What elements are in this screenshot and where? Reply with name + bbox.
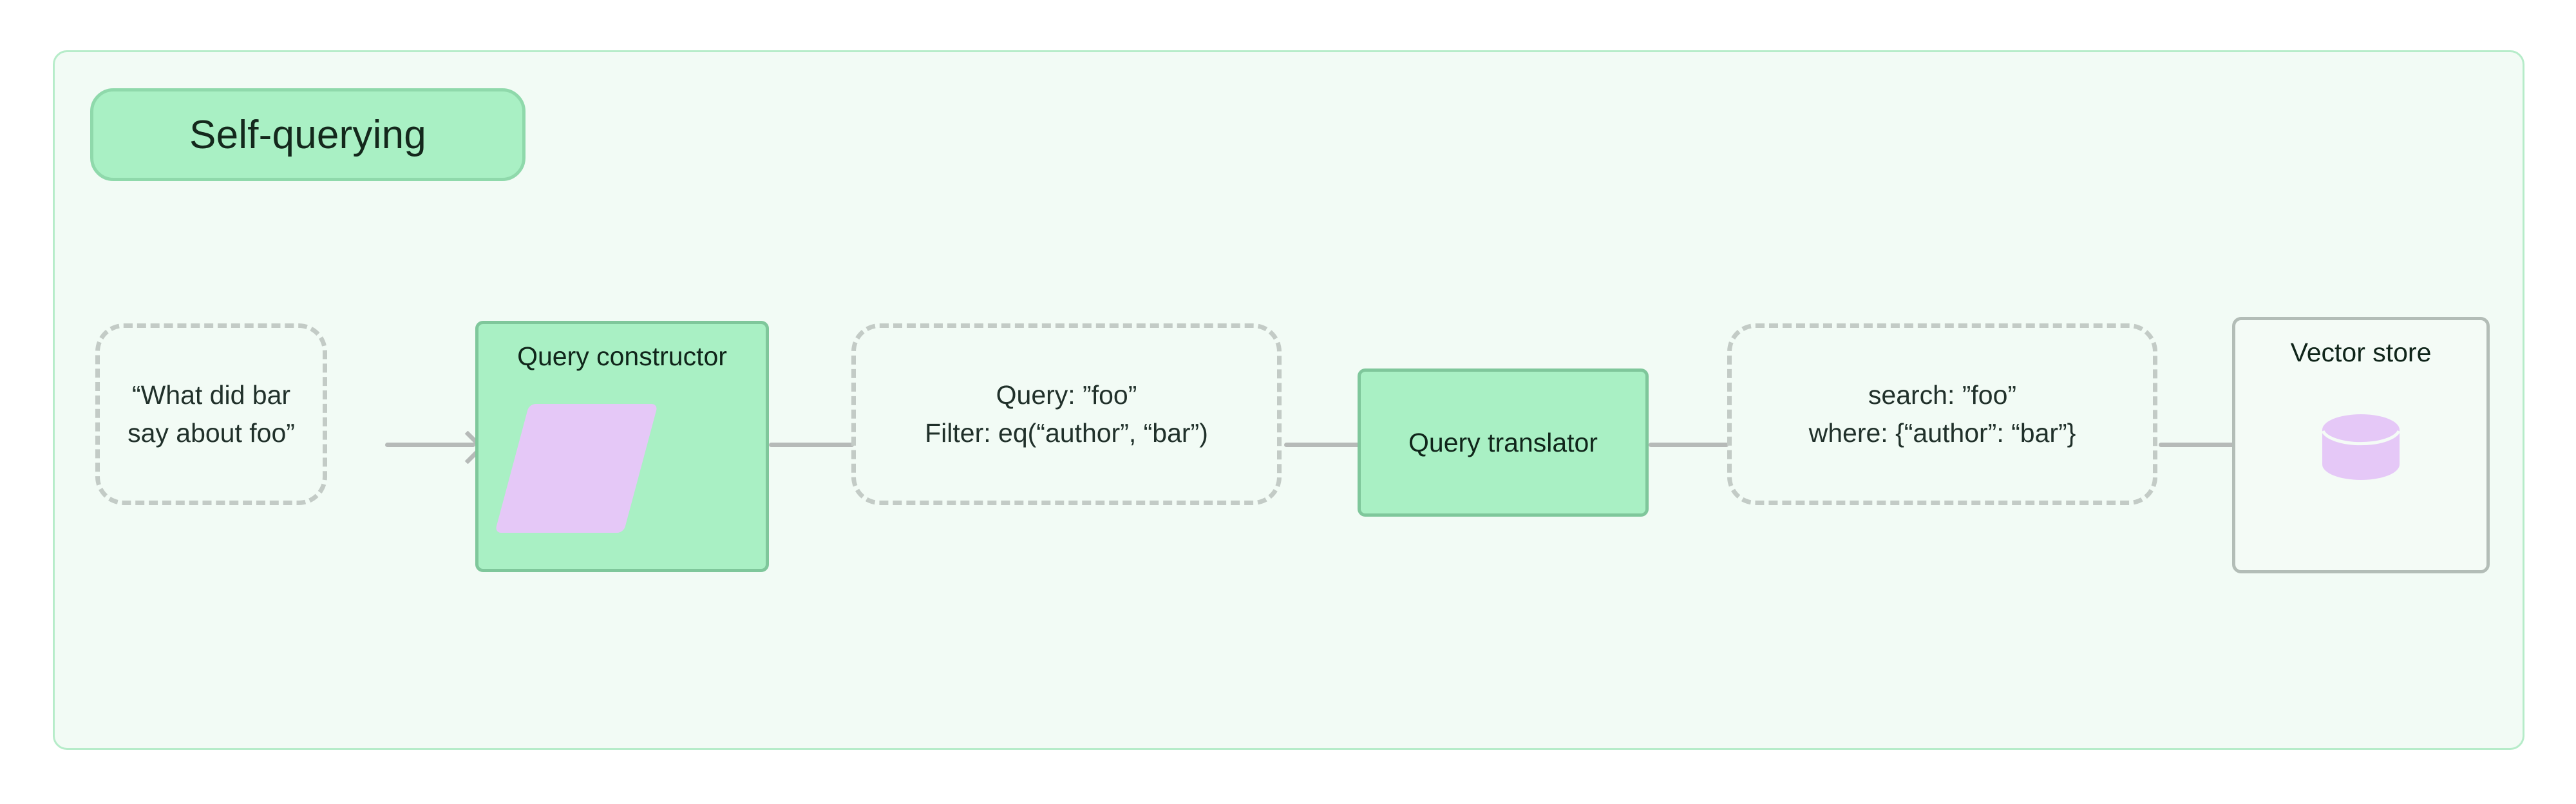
node-vector-store-label: Vector store bbox=[2290, 338, 2432, 367]
node-query-translator[interactable]: Query translator bbox=[1358, 368, 1649, 517]
group-title-label: Self-querying bbox=[189, 112, 426, 157]
node-translated-query: search: ”foo” where: {“author”: “bar”} bbox=[1727, 323, 2157, 505]
connector-user-question-to-query-constructor bbox=[385, 443, 475, 447]
group-title-badge: Self-querying bbox=[90, 88, 526, 181]
connector-structured-query-to-query-translator bbox=[1284, 443, 1370, 447]
node-translated-query-line2: where: {“author”: “bar”} bbox=[1808, 418, 2076, 448]
connector-translated-query-to-vector-store bbox=[2159, 443, 2241, 447]
node-user-question-line1: “What did bar bbox=[131, 379, 291, 410]
node-user-question-line2: say about foo” bbox=[128, 418, 295, 448]
node-translated-query-line1: search: ”foo” bbox=[1868, 379, 2017, 410]
connector-query-translator-to-translated-query bbox=[1649, 443, 1728, 447]
node-structured-query-line1: Query: ”foo” bbox=[996, 379, 1137, 410]
node-query-constructor-label: Query constructor bbox=[517, 341, 727, 371]
database-cylinder-icon bbox=[2321, 414, 2401, 480]
node-vector-store[interactable]: Vector store bbox=[2232, 317, 2490, 573]
node-structured-query-line2: Filter: eq(“author”, “bar”) bbox=[925, 418, 1208, 448]
node-structured-query: Query: ”foo” Filter: eq(“author”, “bar”) bbox=[851, 323, 1282, 505]
connector-query-constructor-to-structured-query bbox=[769, 443, 854, 447]
node-user-question: “What did bar say about foo” bbox=[95, 323, 327, 505]
parallelogram-icon bbox=[495, 404, 658, 533]
node-query-translator-label: Query translator bbox=[1408, 427, 1598, 457]
node-query-constructor[interactable]: Query constructor bbox=[475, 321, 769, 572]
